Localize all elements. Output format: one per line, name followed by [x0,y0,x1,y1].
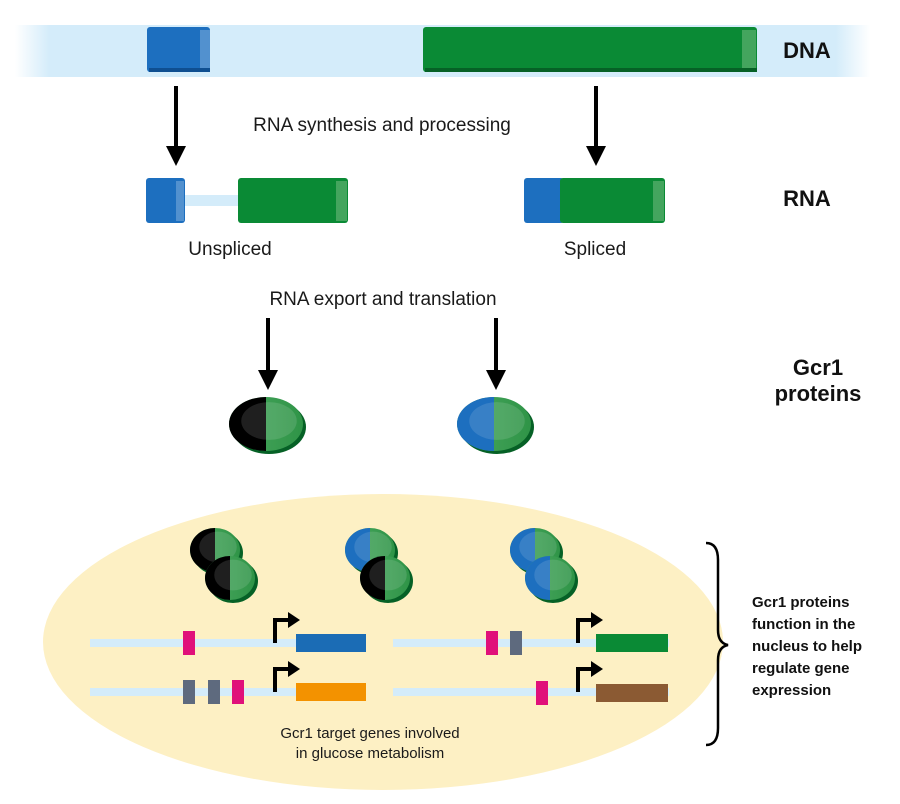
arrowhead-icon [258,370,278,390]
spliced-label: Spliced [564,239,626,260]
dna-label: DNA [783,38,831,63]
promoter-arrowhead-icon [591,612,603,628]
binding-site-gray [208,680,220,704]
dimer-spliced-unspliced-bottom [360,556,413,603]
dna-exon-blue [147,27,210,72]
binding-site-gray [183,680,195,704]
promoter-arrow-icon [576,618,593,643]
gene-green [596,634,668,652]
proteins-label-line2: proteins [775,381,862,406]
function-label-line: Gcr1 proteins [752,594,850,611]
promoter-arrow-icon [576,667,593,692]
binding-site-pink [486,631,498,655]
rna-label: RNA [783,186,831,211]
unspliced-label: Unspliced [188,239,271,260]
curly-brace-icon [705,541,729,747]
function-label-line: function in the [752,616,855,633]
arrowhead-icon [486,370,506,390]
dimer-unspliced-unspliced-bottom [205,556,258,603]
gene-blue [296,634,366,652]
dimer-spliced-spliced-bottom [525,556,578,603]
unspliced-protein [229,397,306,454]
function-label-line: regulate gene [752,660,850,677]
binding-site-pink [536,681,548,705]
function-label-line: expression [752,682,831,699]
promoter-arrowhead-icon [288,661,300,677]
gene-brown [596,684,668,702]
target-genes [90,612,669,705]
arrowhead-icon [166,146,186,166]
targets-label-line2: in glucose metabolism [296,745,444,762]
function-label-line: nucleus to help [752,638,862,655]
dna-exon-green [423,27,757,72]
binding-site-pink [183,631,195,655]
binding-site-pink [232,680,244,704]
spliced-protein [457,397,534,454]
unspliced-rna [146,178,348,223]
binding-site-gray [510,631,522,655]
export-label: RNA export and translation [269,289,496,310]
spliced-rna [524,178,665,223]
promoter-arrow-icon [273,667,290,692]
synthesis-label: RNA synthesis and processing [253,115,511,136]
targets-label-line1: Gcr1 target genes involved [280,725,459,742]
promoter-arrowhead-icon [288,612,300,628]
proteins-label-line1: Gcr1 [793,355,843,380]
gene-orange [296,683,366,701]
promoter-arrow-icon [273,618,290,643]
arrowhead-icon [586,146,606,166]
promoter-arrowhead-icon [591,661,603,677]
